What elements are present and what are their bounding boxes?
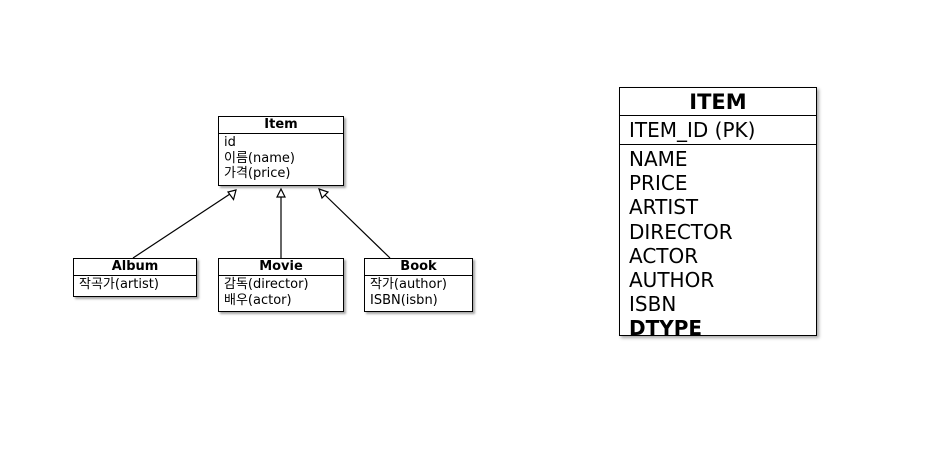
table-column: ACTOR [629,243,699,268]
table-column: DIRECTOR [629,219,733,244]
book-class-box: Book 작가(author) ISBN(isbn) [364,258,473,312]
movie-inheritance-arrowhead [276,187,286,198]
table-column: PRICE [629,171,688,196]
item-attribute: 이름(name) [224,150,295,166]
table-column: NAME [629,147,688,171]
item-class-name: Item [219,117,343,134]
item-class-box: Item id 이름(name) 가격(price) [218,116,344,186]
item-table-name: ITEM [620,88,816,116]
item-attribute: 가격(price) [224,166,291,181]
movie-attribute: 감독(director) [224,277,309,292]
album-attribute: 작곡가(artist) [79,277,159,292]
table-column: ISBN [629,292,677,317]
discriminator-column: DTYPE [629,316,703,341]
album-attribute-list: 작곡가(artist) [74,276,196,294]
item-table-column-list: NAME PRICE ARTIST DIRECTOR ACTOR AUTHOR … [620,145,816,341]
item-attribute-list: id 이름(name) 가격(price) [219,134,343,183]
album-inheritance-line [132,191,234,259]
movie-class-box: Movie 감독(director) 배우(actor) [218,258,344,312]
book-inheritance-line [324,194,391,259]
album-class-name: Album [74,259,196,276]
book-inheritance-arrowhead [318,188,330,200]
book-attribute-list: 작가(author) ISBN(isbn) [365,276,472,309]
item-table-primary-key: ITEM_ID (PK) [620,116,816,145]
table-column: AUTHOR [629,268,715,293]
movie-class-name: Movie [219,259,343,276]
item-attribute: id [224,135,236,150]
book-attribute: ISBN(isbn) [370,292,438,308]
table-column: ARTIST [629,195,699,220]
album-inheritance-arrowhead [226,189,237,201]
book-class-name: Book [365,259,472,276]
album-class-box: Album 작곡가(artist) [73,258,197,297]
book-attribute: 작가(author) [370,277,447,292]
movie-attribute-list: 감독(director) 배우(actor) [219,276,343,309]
item-table-box: ITEM ITEM_ID (PK) NAME PRICE ARTIST DIRE… [619,87,817,340]
movie-attribute: 배우(actor) [224,292,292,308]
